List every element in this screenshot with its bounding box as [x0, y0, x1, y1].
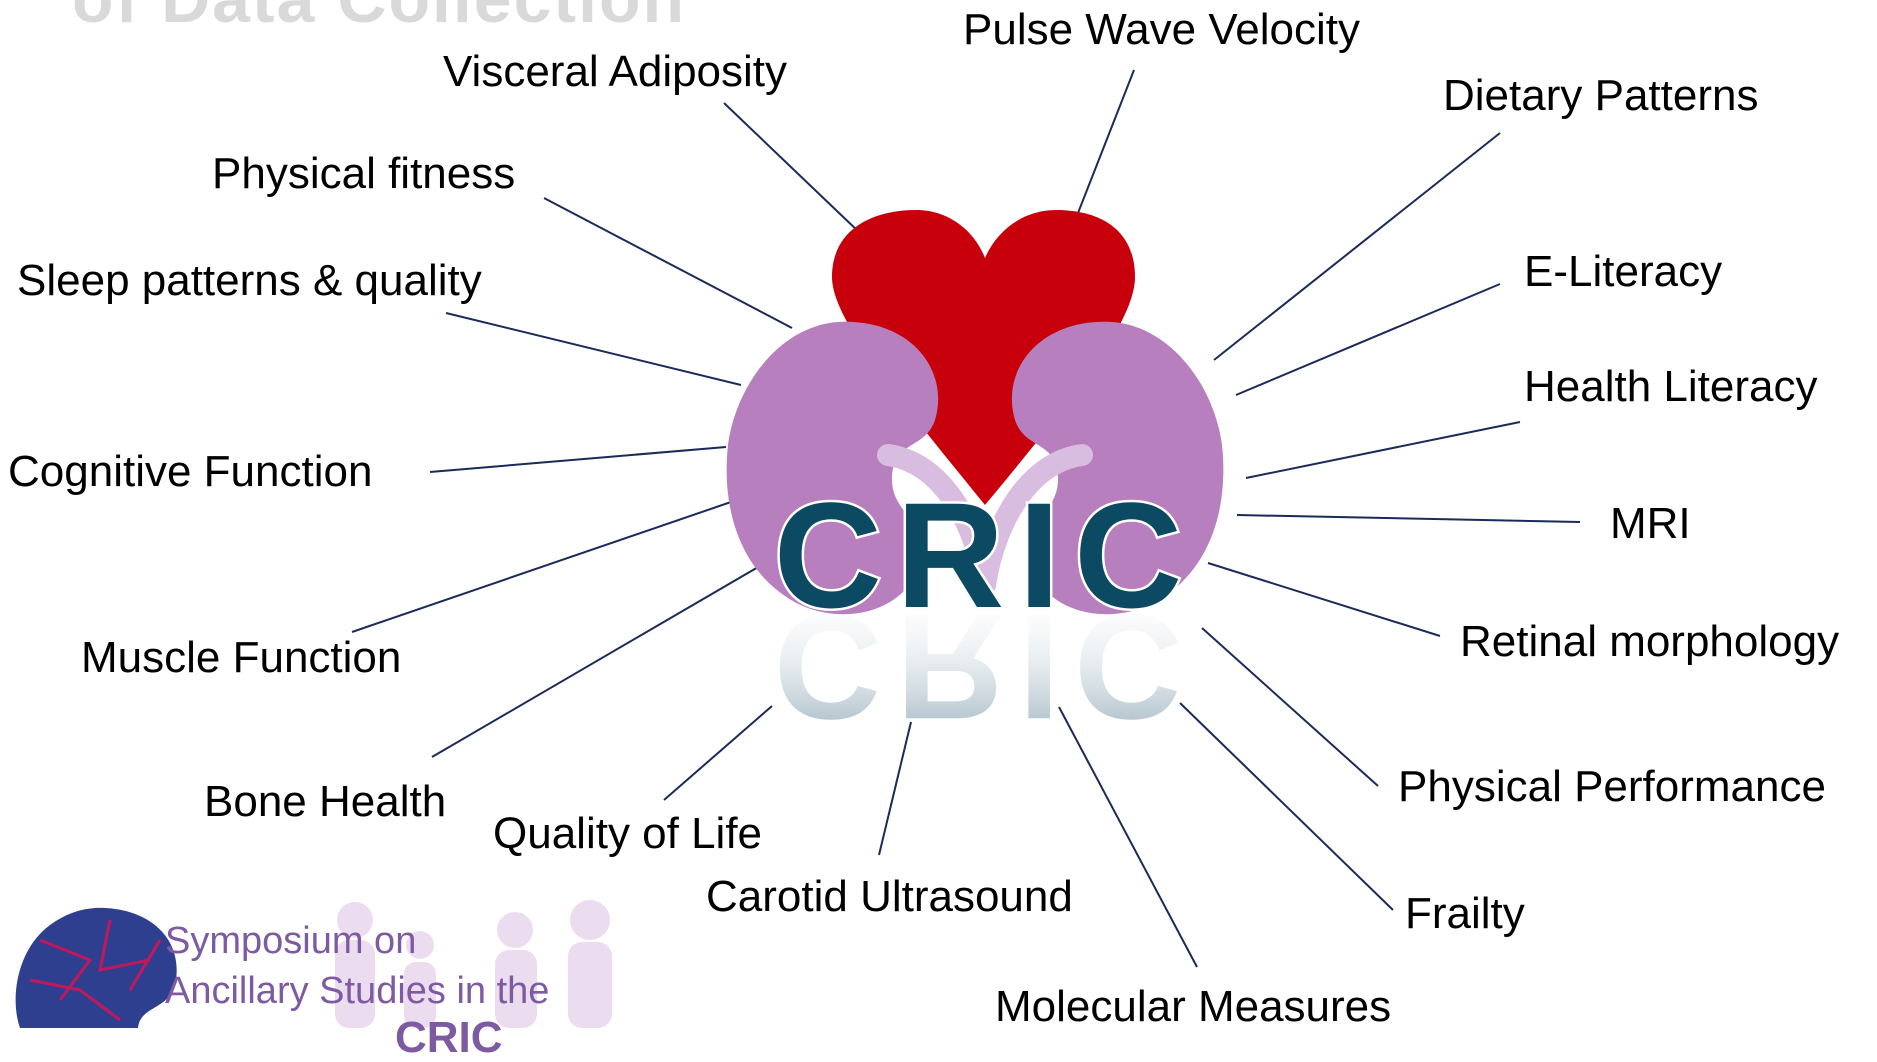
- label-carotid-ultrasound: Carotid Ultrasound: [706, 872, 1073, 921]
- symposium-logo: Symposium on Ancillary Studies in the CR…: [0, 900, 700, 1060]
- cric-logo: CRIC CRIC: [726, 210, 1224, 751]
- page-title-fragment: of Data Collection: [72, 0, 686, 38]
- connector-e-literacy: [1235, 283, 1501, 396]
- connector-lines: [351, 69, 1581, 968]
- connector-pulse-wave-velocity: [1077, 69, 1135, 214]
- connector-retinal-morphology: [1207, 562, 1441, 637]
- symposium-brand-text: CRIC: [395, 1013, 503, 1062]
- symposium-line-2: Ancillary Studies in the: [165, 970, 550, 1012]
- connector-sleep-patterns: [445, 312, 742, 386]
- cric-wordmark-reflection: CRIC: [774, 583, 1197, 751]
- family-silhouette-icon: [335, 900, 612, 1028]
- connector-carotid-ultrasound: [878, 721, 912, 856]
- connector-cognitive-function: [429, 446, 727, 473]
- symposium-logo-art: [15, 900, 612, 1028]
- label-frailty: Frailty: [1405, 889, 1525, 938]
- diagram-canvas: CRIC CRIC: [351, 69, 1581, 968]
- label-mri: MRI: [1610, 499, 1691, 548]
- stained-glass-kidney-icon: [15, 907, 177, 1028]
- label-bone-health: Bone Health: [204, 777, 447, 826]
- label-dietary-patterns: Dietary Patterns: [1443, 71, 1759, 120]
- connector-physical-fitness: [543, 197, 793, 329]
- label-cognitive-function: Cognitive Function: [8, 447, 373, 496]
- cric-wordmark: CRIC: [774, 471, 1197, 639]
- label-quality-of-life: Quality of Life: [493, 809, 763, 858]
- connector-quality-of-life: [663, 705, 773, 801]
- connector-molecular-measures: [1058, 706, 1198, 968]
- left-kidney-icon: [726, 321, 939, 615]
- connector-bone-health: [431, 562, 766, 758]
- connector-frailty: [1179, 702, 1394, 911]
- label-health-literacy: Health Literacy: [1524, 362, 1818, 411]
- right-kidney-icon: [1011, 321, 1224, 615]
- label-retinal-morphology: Retinal morphology: [1460, 617, 1840, 666]
- connector-dietary-patterns: [1213, 132, 1501, 361]
- label-molecular-measures: Molecular Measures: [995, 982, 1392, 1031]
- connector-visceral-adiposity: [723, 102, 861, 234]
- label-pulse-wave-velocity: Pulse Wave Velocity: [963, 5, 1360, 54]
- connector-physical-performance: [1201, 627, 1379, 787]
- label-muscle-function: Muscle Function: [81, 633, 402, 682]
- right-ureter-icon: [974, 444, 1093, 596]
- connector-health-literacy: [1245, 421, 1521, 479]
- symposium-line-1: Symposium on: [165, 920, 417, 962]
- connector-mri: [1236, 514, 1581, 523]
- heart-icon: [832, 210, 1135, 505]
- stained-glass-pattern: [29, 919, 162, 1022]
- label-sleep-patterns: Sleep patterns & quality: [17, 256, 482, 305]
- label-physical-fitness: Physical fitness: [212, 149, 516, 198]
- connector-muscle-function: [351, 501, 732, 633]
- label-visceral-adiposity: Visceral Adiposity: [443, 47, 788, 96]
- label-physical-performance: Physical Performance: [1398, 762, 1826, 811]
- label-e-literacy: E-Literacy: [1524, 247, 1723, 296]
